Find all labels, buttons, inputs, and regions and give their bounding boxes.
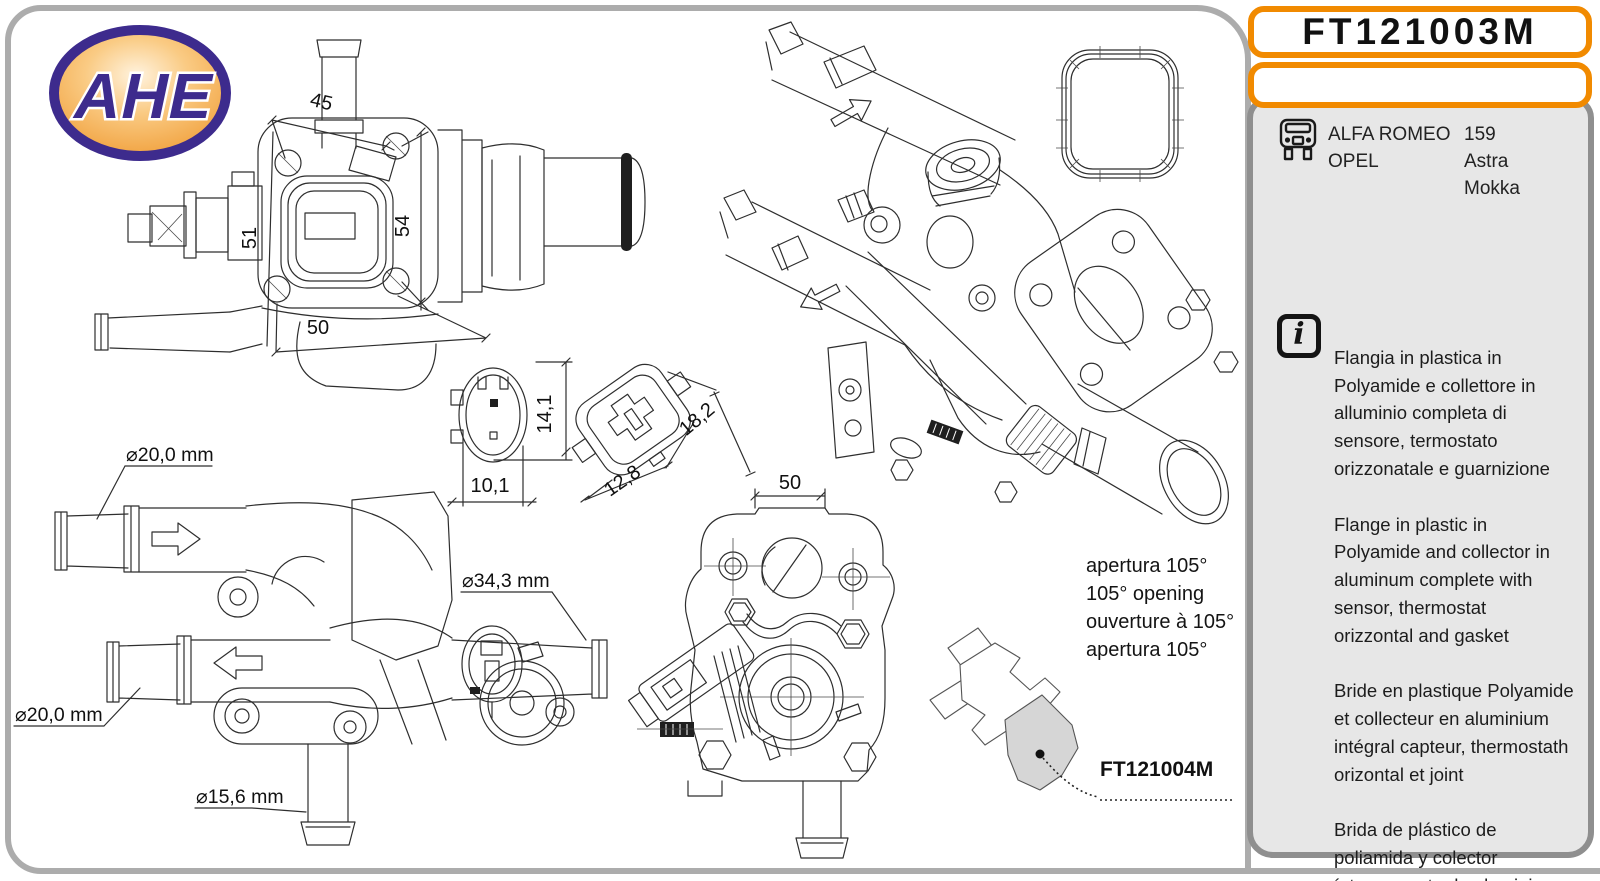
drawing-perspective-view <box>719 21 1239 525</box>
vehicle-icon <box>1279 118 1317 161</box>
opening-angle-note: apertura 105° 105° opening ouverture à 1… <box>1086 555 1235 661</box>
description-en: Flange in plastic in Polyamide and colle… <box>1334 513 1550 646</box>
application-row: Mokka <box>1328 175 1520 202</box>
drawing-connector-square: 12,8 18,2 <box>571 363 756 503</box>
dia-20-top-label: ⌀20,0 mm <box>126 444 214 466</box>
part-number: FT121003M <box>1302 11 1538 52</box>
part-number-box: FT121003M <box>1248 6 1592 58</box>
drawing-gasket <box>1056 46 1184 182</box>
application-row: ALFA ROMEO 159 <box>1328 121 1520 148</box>
applications-list: ALFA ROMEO 159 OPEL Astra Mokka <box>1328 121 1520 202</box>
dim-54: 54 <box>392 215 414 237</box>
details-panel <box>1247 96 1594 858</box>
brand-logo: AHE <box>49 25 231 161</box>
drawing-side-view: 45 54 51 50 <box>94 39 646 391</box>
dia-15-label: ⌀15,6 mm <box>196 786 284 808</box>
application-row: OPEL Astra <box>1328 148 1520 175</box>
description-es: Brida de plástico de poliamida y colecto… <box>1334 819 1548 881</box>
dim-51: 51 <box>239 227 261 249</box>
page-frame-bottom <box>1251 868 1600 874</box>
dia-20-left-label: ⌀20,0 mm <box>15 704 103 726</box>
drawing-silhouette <box>929 627 1232 801</box>
application-model: Astra <box>1464 151 1509 172</box>
dim-45: 45 <box>308 89 335 115</box>
dim-18-2: 18,2 <box>675 398 719 440</box>
application-model: Mokka <box>1464 178 1520 199</box>
related-part-number: FT121004M <box>1100 758 1214 781</box>
application-make: OPEL <box>1328 151 1379 172</box>
dim-10-1: 10,1 <box>471 475 510 497</box>
drawing-front-view: 50 <box>627 472 895 859</box>
drawing-side-view-bottom: ⌀20,0 mm ⌀20,0 mm ⌀15,6 mm ⌀34,3 mm <box>13 444 608 846</box>
part-description: Flangia in plastica in Polyamide e colle… <box>1334 316 1600 881</box>
application-make: ALFA ROMEO <box>1328 124 1451 145</box>
dia-34-label: ⌀34,3 mm <box>462 570 550 592</box>
dim-50-front: 50 <box>779 472 801 494</box>
dim-50-top: 50 <box>307 317 329 339</box>
note-box <box>1248 62 1592 108</box>
description-fr: Bride en plastique Polyamide et collecte… <box>1334 680 1574 785</box>
info-icon: i <box>1277 314 1321 358</box>
application-model: 159 <box>1464 124 1496 145</box>
drawing-connector-oval: 14,1 10,1 <box>447 357 573 507</box>
logo-text: AHE <box>68 60 221 132</box>
dim-14-1: 14,1 <box>534 395 556 434</box>
description-it: Flangia in plastica in Polyamide e colle… <box>1334 346 1550 479</box>
